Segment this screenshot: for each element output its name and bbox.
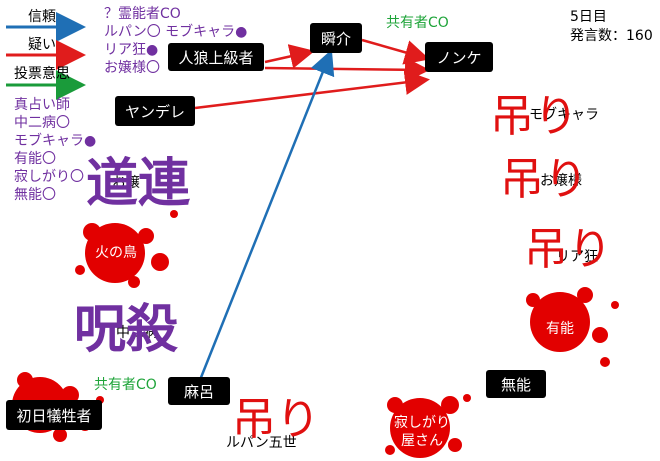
dead-lupin: ルパン五世 [226, 435, 297, 451]
day-label: 5日目 [570, 9, 607, 25]
role-item: リア狂● [104, 42, 159, 58]
legend-doubt-label: 疑い [28, 37, 56, 53]
speech-count: 発言数：160 [570, 28, 653, 44]
arrow-yandere-to-nonke [194, 70, 430, 110]
top-role-list: ？霊能者CO ルパン〇 モブキャラ● リア狂● お嬢様〇 [104, 5, 247, 77]
node-yandere[interactable]: ヤンデレ [115, 96, 195, 126]
arrow-jinro-to-shunsuke [264, 44, 315, 69]
role-item: 中二病〇 [14, 115, 70, 131]
role-item: 有能〇 [14, 151, 56, 167]
node-hinotori[interactable]: 火の鳥 [95, 245, 137, 261]
hang-mark-modebu: 吊り [490, 91, 578, 142]
node-sabishigari[interactable]: 寂しがり 屋さん [394, 415, 450, 449]
node-muno[interactable]: 無能 [486, 370, 546, 398]
blood-splatter-yuno [526, 287, 619, 367]
legend-trust-label: 信頼 [28, 9, 56, 25]
arrow-shunsuke-to-nonke [361, 38, 430, 65]
hang-mark-lupin: 吊り [232, 394, 320, 445]
hang-mark-riakyo: 吊り [524, 224, 612, 275]
dead-modebu: モブキャラ [529, 107, 599, 123]
dead-chuni: 中二病 [116, 325, 158, 341]
node-shunsuke[interactable]: 瞬介 [310, 23, 362, 53]
status-panel: 5日目 発言数：160 [570, 8, 653, 46]
arrow-jinro-to-nonke [264, 57, 430, 83]
role-item: 無能〇 [14, 187, 56, 203]
dead-ojosama-left: お嬢 [112, 175, 140, 191]
node-asaro[interactable]: 麻呂 [168, 377, 230, 405]
jusatsu-mark: 呪殺 [74, 300, 179, 360]
node-nonke[interactable]: ノンケ [425, 42, 493, 72]
arrow-asaro-to-shunsuke [198, 49, 335, 381]
role-item: モブキャラ● [14, 133, 97, 149]
kyoyu-co-label-top: 共有者CO [386, 15, 449, 31]
dead-ojosama-right: お嬢様 [540, 173, 582, 189]
left-role-list: 真占い師 中二病〇 モブキャラ● 有能〇 寂しがり〇 無能〇 [14, 96, 96, 204]
node-shonichi[interactable]: 初日犠牲者 [6, 400, 102, 430]
dead-riakyo: リア狂 [556, 249, 598, 265]
role-item: ？霊能者CO [104, 6, 181, 22]
node-yuno[interactable]: 有能 [546, 321, 574, 337]
node-jinro[interactable]: 人狼上級者 [168, 43, 264, 71]
kyoyu-co-label-bottom: 共有者CO [94, 377, 157, 393]
role-item: 真占い師 [14, 97, 70, 113]
michizure-mark: 道連 [86, 154, 191, 214]
role-item: 寂しがり〇 [14, 169, 84, 185]
hang-mark-ojosama: 吊り [500, 154, 588, 205]
role-item: ルパン〇 モブキャラ● [104, 24, 248, 40]
blood-splatter-hinotori [75, 210, 178, 288]
blood-splatter-sabishigari [385, 394, 471, 458]
role-item: お嬢様〇 [104, 60, 160, 76]
legend-vote-label: 投票意思 [14, 66, 70, 82]
